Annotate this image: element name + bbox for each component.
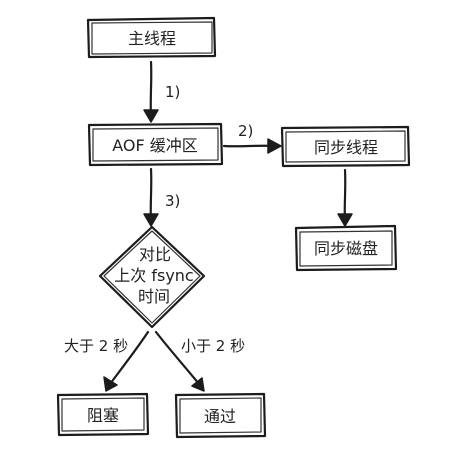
greater-than-label: 大于 2 秒 [64, 337, 128, 355]
arrow-main-to-aof [143, 60, 159, 123]
main-thread-node: 主线程 [86, 16, 217, 59]
compare-fsync-decision: 对比 上次 fsync 时间 [98, 225, 206, 329]
less-than-label: 小于 2 秒 [181, 337, 245, 355]
step-1-label: 1) [165, 83, 180, 101]
compare-line-1: 对比 [139, 245, 171, 264]
step-2-label: 2) [238, 122, 253, 140]
sync-thread-node: 同步线程 [280, 125, 411, 168]
sync-thread-label: 同步线程 [314, 138, 378, 157]
aof-buffer-label: AOF 缓冲区 [112, 136, 198, 155]
aof-buffer-node: AOF 缓冲区 [87, 122, 224, 167]
arrow-sync-thread-to-disk [337, 168, 353, 227]
sync-disk-label: 同步磁盘 [314, 239, 378, 258]
sync-disk-node: 同步磁盘 [294, 224, 398, 272]
block-label: 阻塞 [87, 406, 119, 425]
main-thread-label: 主线程 [128, 29, 176, 48]
arrow-aof-to-compare [143, 167, 159, 227]
arrow-aof-to-sync-thread [222, 138, 282, 154]
block-node: 阻塞 [56, 392, 150, 437]
arrow-compare-to-pass [154, 330, 205, 392]
pass-label: 通过 [204, 407, 236, 426]
compare-line-3: 时间 [138, 287, 170, 306]
step-3-label: 3) [165, 192, 180, 210]
compare-line-2: 上次 fsync [114, 266, 193, 285]
pass-node: 通过 [174, 392, 267, 439]
arrow-compare-to-block [103, 330, 150, 392]
